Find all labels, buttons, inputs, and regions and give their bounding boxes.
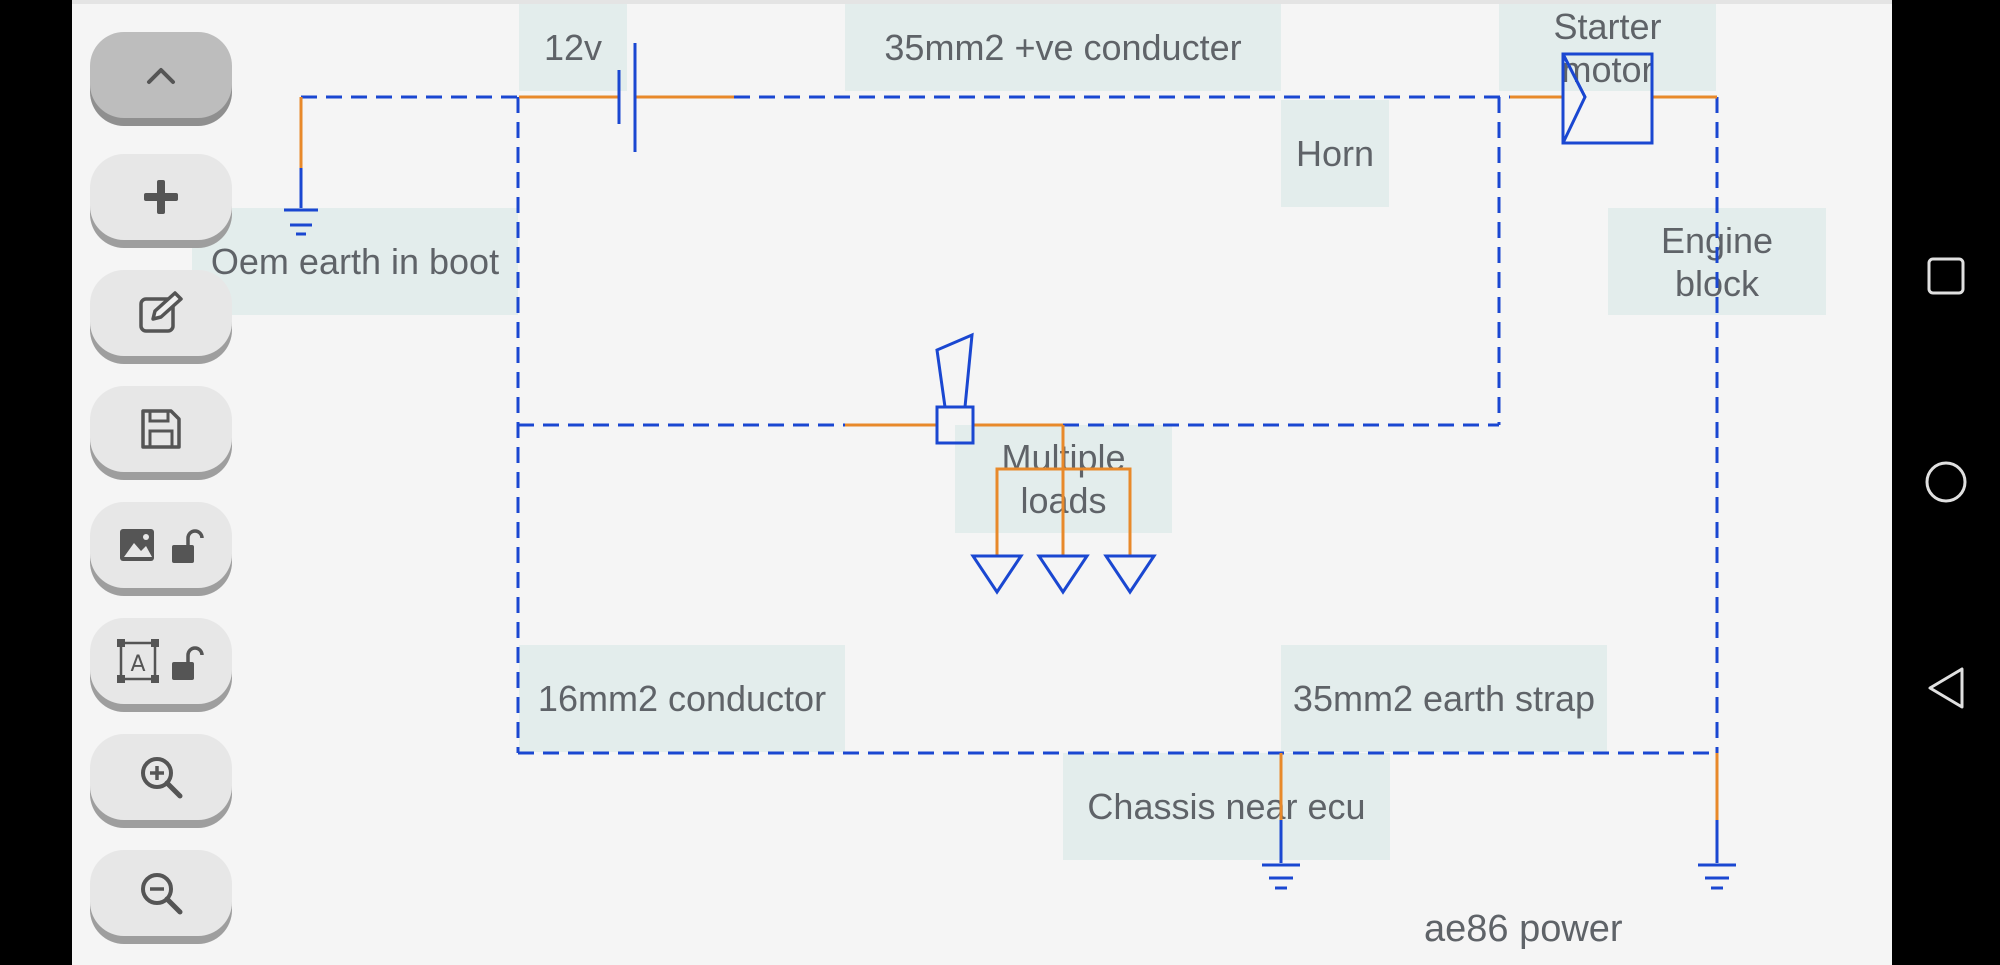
ground-symbol-chassis[interactable] xyxy=(1262,820,1300,890)
square-icon xyxy=(1927,257,1965,295)
add-button[interactable] xyxy=(90,154,232,240)
edit-button[interactable] xyxy=(90,270,232,356)
label-horn-text: Horn xyxy=(1295,133,1375,174)
diagram-canvas[interactable]: 12v 35mm2 +ve conducter Starter motor Ho… xyxy=(72,0,1892,965)
load-symbol-1[interactable] xyxy=(970,554,1024,595)
floppy-disk-icon xyxy=(141,409,181,449)
label-battery[interactable]: 12v xyxy=(519,4,627,91)
svg-text:A: A xyxy=(130,652,145,677)
label-earth-strap[interactable]: 35mm2 earth strap xyxy=(1281,645,1607,752)
label-16mm2-conductor[interactable]: 16mm2 conductor xyxy=(519,645,845,752)
label-chassis-text: Chassis near ecu xyxy=(1087,786,1366,827)
load-symbol-3[interactable] xyxy=(1103,554,1157,595)
starter-motor-symbol[interactable] xyxy=(1561,52,1654,145)
components xyxy=(284,43,1736,890)
zoom-in-button[interactable] xyxy=(90,734,232,820)
image-unlock-icon xyxy=(120,529,204,563)
text-box-unlock-icon: A xyxy=(117,639,204,683)
diagram-title[interactable]: ae86 power xyxy=(1424,908,1623,950)
triangle-back-icon xyxy=(1928,667,1964,709)
circle-icon xyxy=(1925,461,1967,503)
label-16mm2-text: 16mm2 conductor xyxy=(537,678,827,719)
chevron-up-icon xyxy=(147,68,175,84)
recents-button[interactable] xyxy=(1916,246,1976,306)
collapse-button[interactable] xyxy=(90,32,232,118)
edit-icon xyxy=(139,291,183,333)
battery-symbol[interactable] xyxy=(617,43,637,152)
solid-wires xyxy=(299,95,1719,820)
zoom-out-icon xyxy=(141,873,183,915)
save-button[interactable] xyxy=(90,386,232,472)
label-earth-strap-text: 35mm2 earth strap xyxy=(1292,678,1596,719)
label-positive-conductor[interactable]: 35mm2 +ve conducter xyxy=(845,4,1281,91)
wiring-svg xyxy=(284,43,1736,890)
label-horn[interactable]: Horn xyxy=(1281,100,1389,207)
wiring-diagram[interactable]: 12v 35mm2 +ve conducter Starter motor Ho… xyxy=(72,0,1892,965)
label-oem-earth-text: Oem earth in boot xyxy=(210,241,500,282)
ground-symbol-boot[interactable] xyxy=(284,168,318,236)
image-lock-button[interactable] xyxy=(90,502,232,588)
label-battery-text: 12v xyxy=(543,27,603,68)
dashed-wires xyxy=(301,95,1719,755)
horn-symbol[interactable] xyxy=(935,332,975,445)
back-button[interactable] xyxy=(1916,658,1976,718)
label-positive-conductor-text: 35mm2 +ve conducter xyxy=(884,27,1242,68)
system-nav-bar xyxy=(1892,0,2000,965)
zoom-in-icon xyxy=(141,757,183,799)
plus-icon xyxy=(144,180,178,214)
label-starter-motor[interactable]: Starter motor xyxy=(1499,4,1716,91)
label-chassis[interactable]: Chassis near ecu xyxy=(1063,753,1390,860)
ground-symbol-engine[interactable] xyxy=(1698,820,1736,890)
label-starter-line1: Starter xyxy=(1553,5,1662,47)
zoom-out-button[interactable] xyxy=(90,850,232,936)
text-lock-button[interactable]: A xyxy=(90,618,232,704)
label-oem-earth[interactable]: Oem earth in boot xyxy=(192,208,518,315)
home-button[interactable] xyxy=(1916,452,1976,512)
loads-bus[interactable] xyxy=(995,467,1132,556)
canvas-top-edge xyxy=(72,0,1892,4)
load-symbol-2[interactable] xyxy=(1036,554,1090,595)
